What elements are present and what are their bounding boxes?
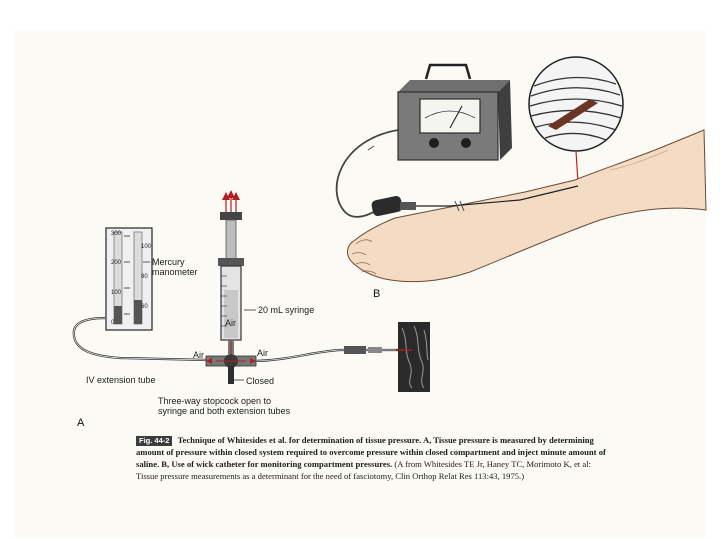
transducer	[371, 195, 416, 217]
mercury-manometer	[105, 227, 153, 331]
air-right-label: Air	[257, 348, 268, 358]
iv-extension-tube-label: IV extension tube	[86, 375, 156, 385]
manometer-scale-300: 300	[111, 231, 122, 237]
closed-label: Closed	[246, 376, 275, 386]
manometer-scale-right-100: 100	[141, 244, 152, 250]
figure-caption: Fig. 44-2 Technique of Whitesides et al.…	[136, 434, 606, 482]
manometer-scale-200: 200	[111, 260, 122, 266]
panel-a-label: A	[77, 417, 85, 429]
wick-magnified-view	[528, 56, 624, 184]
figure-number-badge: Fig. 44-2	[136, 436, 173, 446]
pressure-monitor	[397, 63, 512, 161]
panel-b-label: B	[373, 288, 381, 300]
air-syringe-label: Air	[225, 318, 236, 328]
manometer-scale-right-60: 60	[141, 304, 148, 310]
syringe-label: 20 mL syringe	[258, 305, 315, 315]
caption-description: Technique of Whitesides et al. for deter…	[136, 435, 606, 469]
stopcock-description-label: Three-way stopcock open to syringe and b…	[158, 396, 291, 416]
leg-illustration	[347, 129, 707, 283]
caption-source: (A from Whitesides TE Jr, Haney TC, Mori…	[136, 459, 591, 481]
air-left-label: Air	[193, 350, 204, 360]
mercury-manometer-label: Mercury manometer	[152, 257, 198, 277]
manometer-scale-0: 0	[111, 320, 115, 326]
tissue-block	[396, 322, 430, 392]
manometer-scale-right-80: 80	[141, 274, 148, 280]
manometer-scale-100: 100	[111, 290, 122, 296]
syringe	[218, 190, 244, 354]
